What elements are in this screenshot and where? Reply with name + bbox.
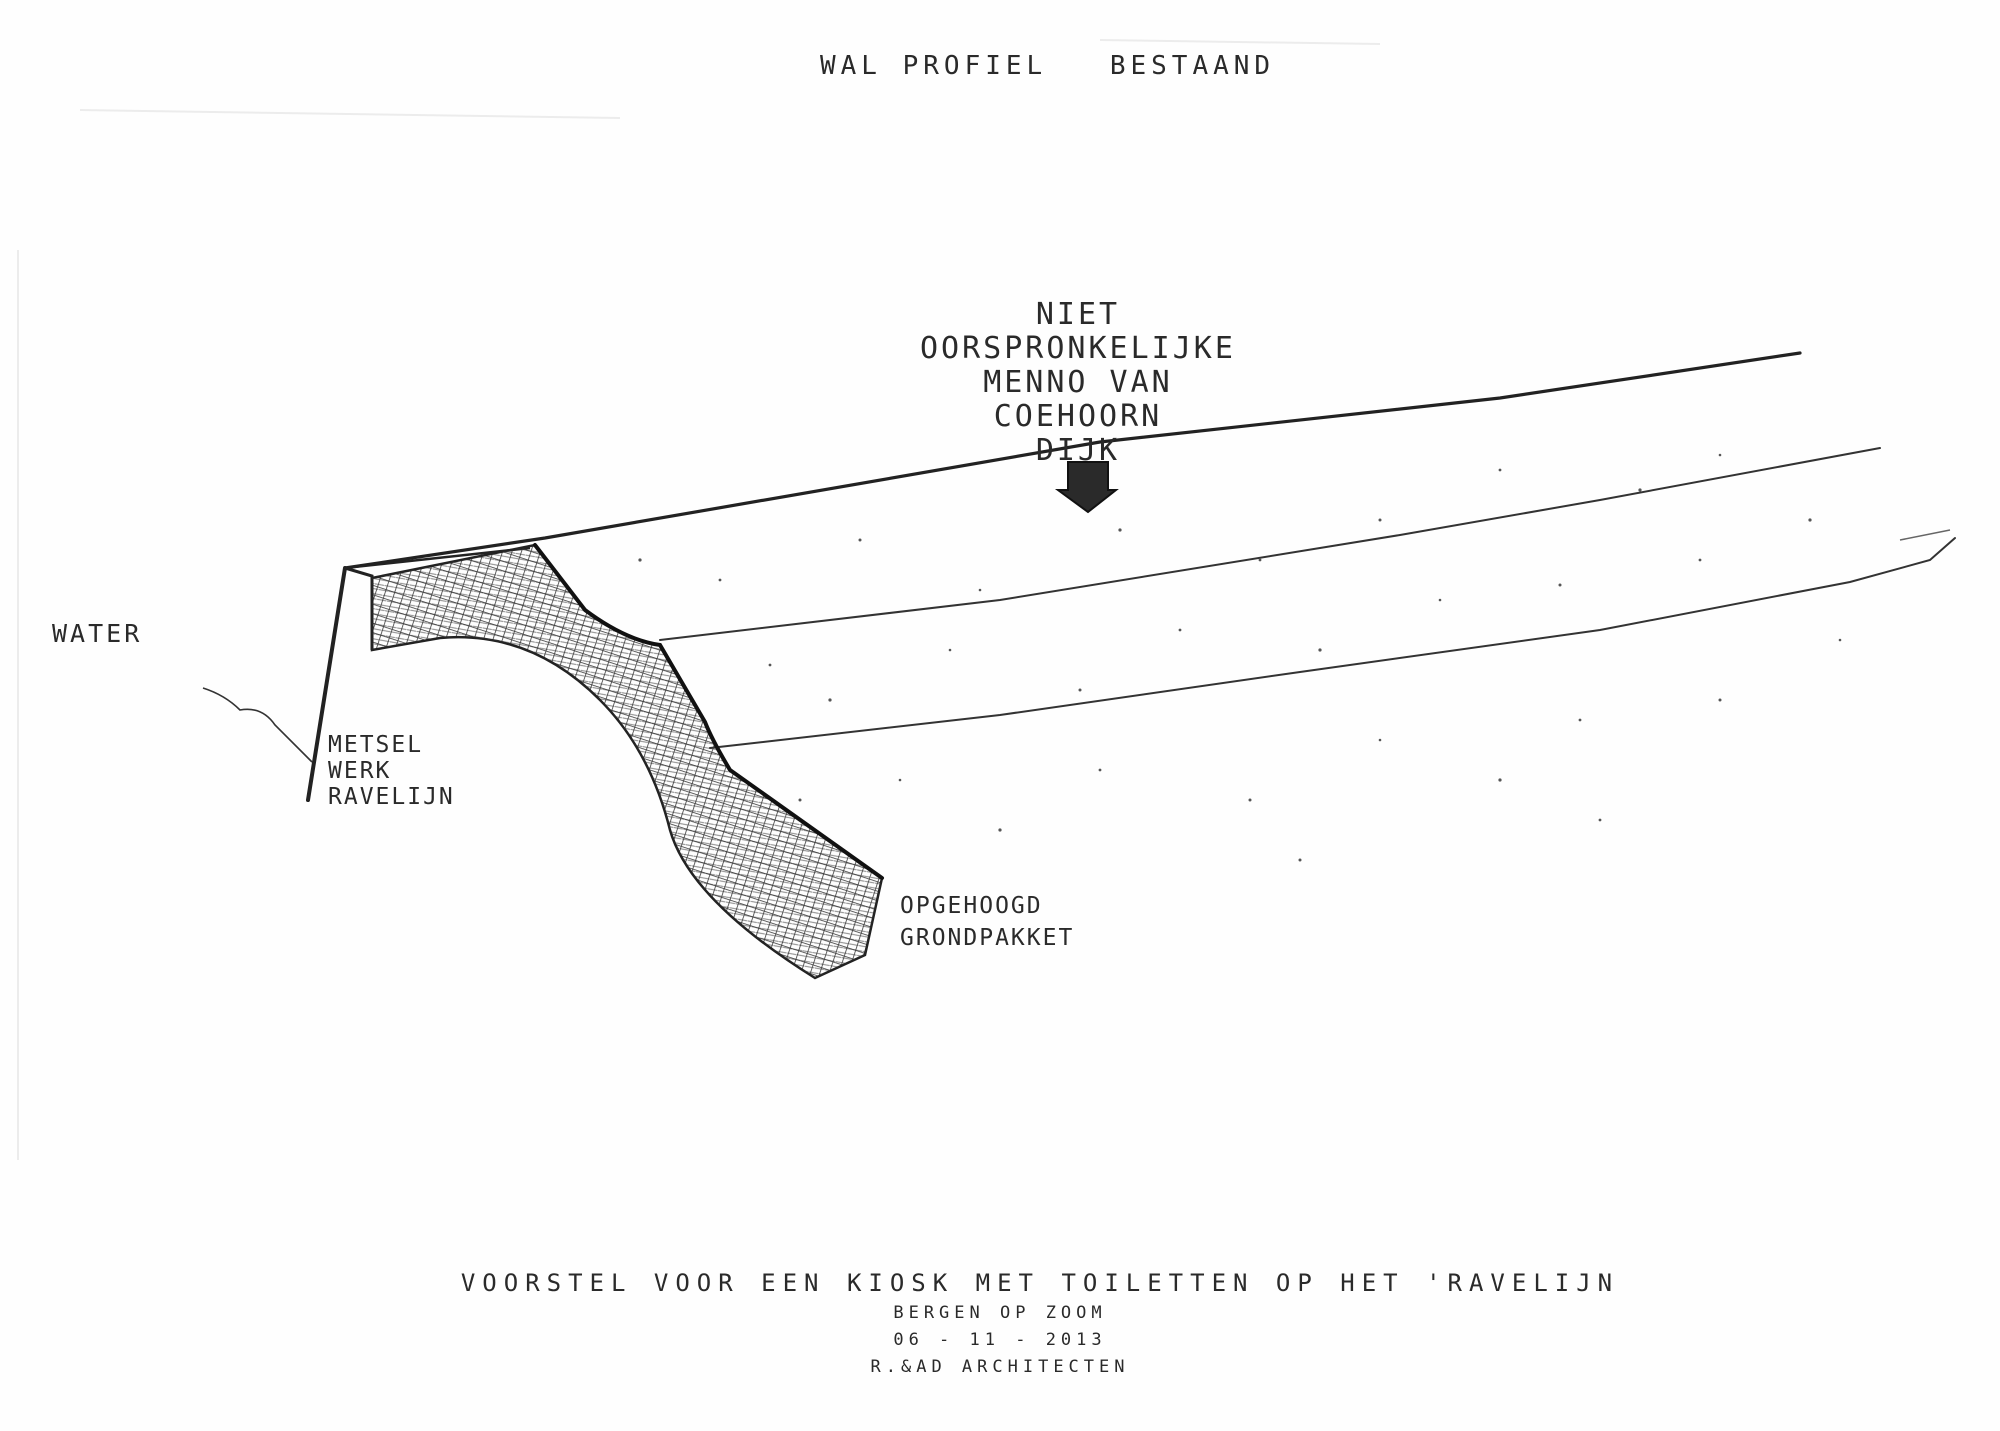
title-part-2: BESTAAND bbox=[1109, 51, 1276, 81]
slope-line-upper bbox=[659, 447, 1881, 641]
project-date: 06 - 11 - 2013 bbox=[893, 1330, 1107, 1351]
dike-label-line-1: NIET bbox=[1035, 297, 1121, 332]
masonry-label-line-2: WERK bbox=[328, 758, 392, 784]
project-title: VOORSTEL VOOR EEN KIOSK MET TOILETTEN OP… bbox=[460, 1269, 1620, 1297]
slope-line-tail bbox=[1899, 529, 1951, 541]
dike-label-line-5: DIJK bbox=[1035, 433, 1121, 468]
architect-office: R.&AD ARCHITECTEN bbox=[870, 1356, 1130, 1377]
dike-label-line-3: MENNO VAN bbox=[983, 365, 1173, 400]
slope-line-lower bbox=[709, 537, 1956, 749]
masonry-label-line-1: METSEL bbox=[328, 732, 424, 758]
project-location: BERGEN OP ZOOM bbox=[893, 1303, 1107, 1324]
drawing-title: WAL PROFIEL BESTAAND bbox=[820, 52, 1317, 81]
masonry-label-line-3: RAVELIJN bbox=[328, 784, 455, 810]
dike-crest-line bbox=[343, 351, 1802, 570]
label-dike: NIET OORSPRONKELIJKE MENNO VAN COEHOORN … bbox=[920, 298, 1236, 468]
dike-label-line-2: OORSPRONKELIJKE bbox=[920, 331, 1236, 366]
label-water: WATER bbox=[52, 619, 143, 648]
ground-label-line-2: GRONDPAKKET bbox=[900, 925, 1075, 951]
soil-edge-line bbox=[533, 543, 884, 880]
dike-arrow-icon bbox=[1054, 461, 1119, 514]
title-part-1: WAL PROFIEL bbox=[820, 51, 1048, 81]
label-raised-soil: OPGEHOOGD GRONDPAKKET bbox=[900, 890, 1074, 954]
soil-stipple bbox=[638, 453, 1842, 862]
paper-marks bbox=[17, 39, 1381, 1160]
dike-label-line-4: COEHOORN bbox=[993, 399, 1163, 434]
raised-soil-hatch-dense bbox=[372, 545, 882, 978]
label-masonry: METSEL WERK RAVELIJN bbox=[328, 732, 455, 810]
ground-label-line-1: OPGEHOOGD bbox=[900, 893, 1043, 919]
title-block: VOORSTEL VOOR EEN KIOSK MET TOILETTEN OP… bbox=[0, 1270, 2000, 1376]
water-line bbox=[202, 687, 313, 763]
